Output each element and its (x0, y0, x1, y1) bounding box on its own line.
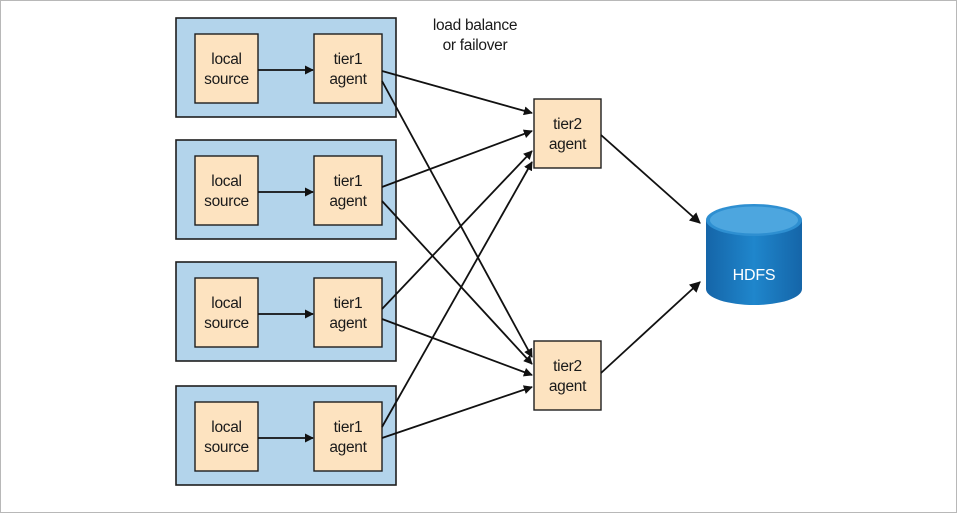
source-label-line2: source (204, 439, 249, 456)
source-label-line2: source (204, 315, 249, 332)
local-source-node (194, 401, 259, 472)
tier1-group-2: local source tier1 agent (175, 139, 397, 240)
edge-tier2b-hdfs (600, 281, 701, 374)
tier1-agent-node (313, 155, 383, 226)
local-source-node (194, 33, 259, 104)
tier2-to-hdfs-edges (600, 134, 701, 374)
local-source-node (194, 277, 259, 348)
agent-label-line2: agent (329, 439, 367, 456)
source-label-line2: source (204, 71, 249, 88)
edge-agent1-tier2a (381, 70, 533, 116)
load-balance-note: load balance or failover (433, 17, 518, 54)
edge-agent4-tier2a (381, 161, 533, 428)
tier1-agent-node (313, 33, 383, 104)
agent-label-line1: tier1 (334, 51, 363, 68)
source-label-line1: local (211, 419, 241, 436)
edge-agent2-tier2a (381, 129, 533, 188)
source-label-line1: local (211, 51, 241, 68)
tier1-group-1: local source tier1 agent (175, 17, 397, 118)
source-label-line2: source (204, 193, 249, 210)
tier1-group-3: local source tier1 agent (175, 261, 397, 362)
local-source-node (194, 155, 259, 226)
agent-label-line1: tier1 (334, 419, 363, 436)
tier2-label-line1: tier2 (553, 358, 582, 375)
tier2-label-line2: agent (549, 136, 587, 153)
source-label-line1: local (211, 295, 241, 312)
tier1-to-tier2-edges (381, 70, 533, 439)
agent-label-line2: agent (329, 193, 367, 210)
tier2-agent-1: tier2 agent (533, 98, 602, 169)
edge-agent3-tier2b (381, 318, 533, 377)
edge-agent1-tier2b (381, 80, 533, 358)
note-line-2: or failover (443, 37, 508, 54)
tier2-agent-node (533, 340, 602, 411)
agent-label-line1: tier1 (334, 173, 363, 190)
tier2-label-line1: tier2 (553, 116, 582, 133)
edge-agent4-tier2b (381, 385, 533, 439)
edge-agent2-tier2b (381, 200, 533, 365)
source-to-agent-edges (258, 65, 314, 443)
tier1-group-4: local source tier1 agent (175, 385, 397, 486)
edge-agent3-tier2a (381, 150, 533, 310)
edge-tier2a-hdfs (600, 134, 701, 224)
hdfs-cylinder-body (706, 220, 802, 305)
agent-label-line1: tier1 (334, 295, 363, 312)
tier2-label-line2: agent (549, 378, 587, 395)
tier2-agent-2: tier2 agent (533, 340, 602, 411)
tier2-agent-node (533, 98, 602, 169)
tier1-agent-node (313, 277, 383, 348)
source-label-line1: local (211, 173, 241, 190)
note-line-1: load balance (433, 17, 517, 34)
hdfs-storage: HDFS (706, 204, 802, 305)
agent-label-line2: agent (329, 71, 367, 88)
tier1-agent-node (313, 401, 383, 472)
hdfs-label: HDFS (733, 267, 776, 284)
agent-label-line2: agent (329, 315, 367, 332)
hdfs-cylinder-top-highlight (710, 206, 798, 234)
